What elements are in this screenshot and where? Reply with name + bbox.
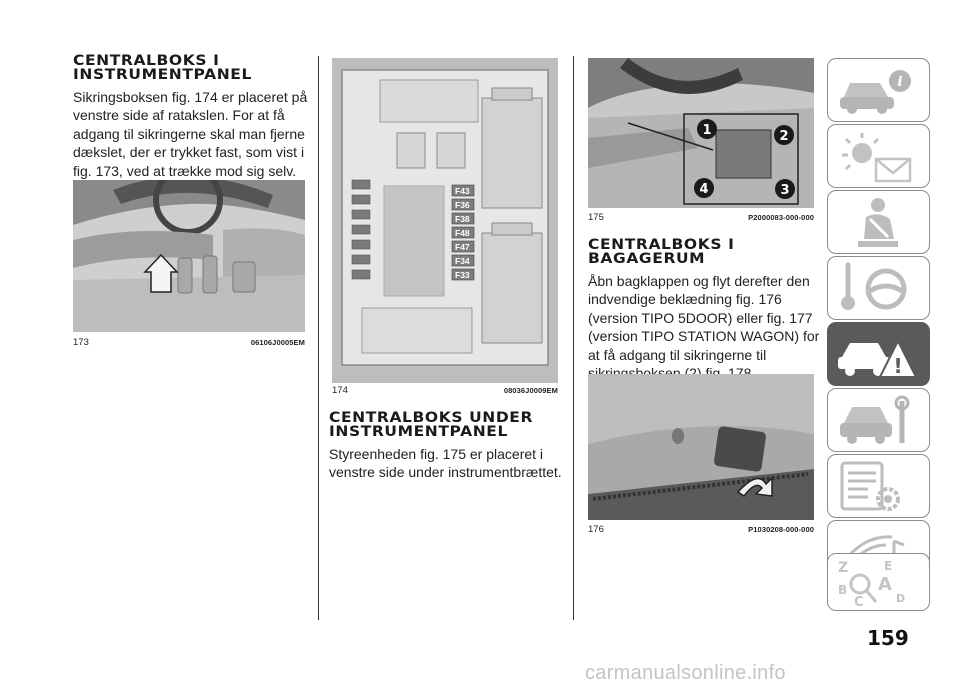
- index-letter: Z: [838, 560, 848, 576]
- figure-176: [588, 374, 814, 520]
- fuse-label: F47: [455, 242, 470, 252]
- dashboard-underside-illustration: [73, 180, 305, 332]
- index-letter: E: [884, 559, 892, 573]
- figure-caption: 173 06106J0005EM: [73, 337, 305, 348]
- fuse-label: F34: [455, 256, 470, 266]
- column-divider: [318, 56, 319, 620]
- heading-line: BAGAGERUM: [588, 249, 706, 267]
- index-letter: C: [854, 595, 864, 608]
- fuse-label: F36: [455, 200, 470, 210]
- steering-wheel-key-icon: [841, 262, 907, 310]
- section-heading: CENTRALBOKS UNDER INSTRUMENTPANEL: [329, 409, 569, 440]
- figure-173: [73, 180, 305, 332]
- control-unit-illustration: 1 2 3 4: [588, 58, 814, 208]
- warning-lights-icon: [842, 133, 912, 183]
- tab-service-maintenance[interactable]: [827, 388, 930, 452]
- heading-line: INSTRUMENTPANEL: [329, 422, 508, 440]
- tab-emergency[interactable]: !: [827, 322, 930, 386]
- figure-175: 1 2 3 4: [588, 58, 814, 208]
- heading-line: CENTRALBOKS UNDER: [329, 409, 534, 426]
- figure-number: 175: [588, 212, 604, 223]
- tab-index[interactable]: Z E B A C D: [827, 553, 930, 611]
- fuse-box-illustration: F43 F36 F38 F48 F47 F34 F33: [332, 58, 558, 383]
- section-heading: CENTRALBOKS I BAGAGERUM: [588, 236, 823, 267]
- watermark: carmanualsonline.info: [585, 662, 786, 683]
- callout-label: 1: [702, 123, 711, 138]
- figure-caption: 174 08036J0009EM: [332, 385, 558, 396]
- car-service-icon: [840, 395, 910, 444]
- fuse-label: F48: [455, 228, 470, 238]
- column-divider: [573, 56, 574, 620]
- callout-label: 3: [780, 183, 789, 198]
- tab-technical-data[interactable]: [827, 454, 930, 518]
- svg-text:i: i: [897, 74, 902, 90]
- technical-data-icon: [840, 461, 900, 511]
- tab-airbag-safety[interactable]: [827, 190, 930, 254]
- figure-caption: 175 P2000083-000-000: [588, 212, 814, 223]
- figure-174: F43 F36 F38 F48 F47 F34 F33: [332, 58, 558, 383]
- heading-line: INSTRUMENTPANEL: [73, 65, 252, 83]
- airbag-person-icon: [858, 198, 898, 247]
- figure-number: 174: [332, 385, 348, 396]
- tab-starting-driving[interactable]: [827, 256, 930, 320]
- trunk-panel-illustration: [588, 374, 814, 520]
- figure-caption: 176 P1030208-000-000: [588, 524, 814, 535]
- heading-line: CENTRALBOKS I: [588, 236, 735, 253]
- tab-car-info[interactable]: i: [827, 58, 930, 122]
- figure-code: 06106J0005EM: [250, 338, 305, 347]
- index-letter: B: [838, 583, 847, 597]
- fuse-label: F38: [455, 214, 470, 224]
- tab-warning-lights[interactable]: [827, 124, 930, 188]
- figure-code: P1030208-000-000: [748, 525, 814, 534]
- heading-line: CENTRALBOKS I: [73, 52, 220, 69]
- callout-label: 2: [779, 129, 788, 144]
- index-letter: A: [878, 574, 892, 595]
- section-heading: CENTRALBOKS I INSTRUMENTPANEL: [73, 52, 323, 83]
- svg-text:!: !: [893, 354, 902, 378]
- fuse-label: F33: [455, 270, 470, 280]
- figure-code: P2000083-000-000: [748, 213, 814, 222]
- section-body: Åbn bagklappen og flyt derefter den indv…: [588, 273, 820, 381]
- callout-label: 4: [699, 182, 708, 197]
- car-info-icon: i: [840, 70, 911, 114]
- page-number: 159: [867, 626, 909, 650]
- section-body: Styreenheden fig. 175 er placeret i vens…: [329, 446, 562, 481]
- index-letter: D: [896, 592, 905, 605]
- emergency-car-icon: !: [838, 338, 918, 378]
- figure-number: 173: [73, 337, 89, 348]
- index-icon: Z E B A C D: [838, 559, 905, 608]
- fuse-label: F43: [455, 186, 470, 196]
- figure-number: 176: [588, 524, 604, 535]
- section-body: Sikringsboksen fig. 174 er placeret på v…: [73, 89, 308, 179]
- figure-code: 08036J0009EM: [503, 386, 558, 395]
